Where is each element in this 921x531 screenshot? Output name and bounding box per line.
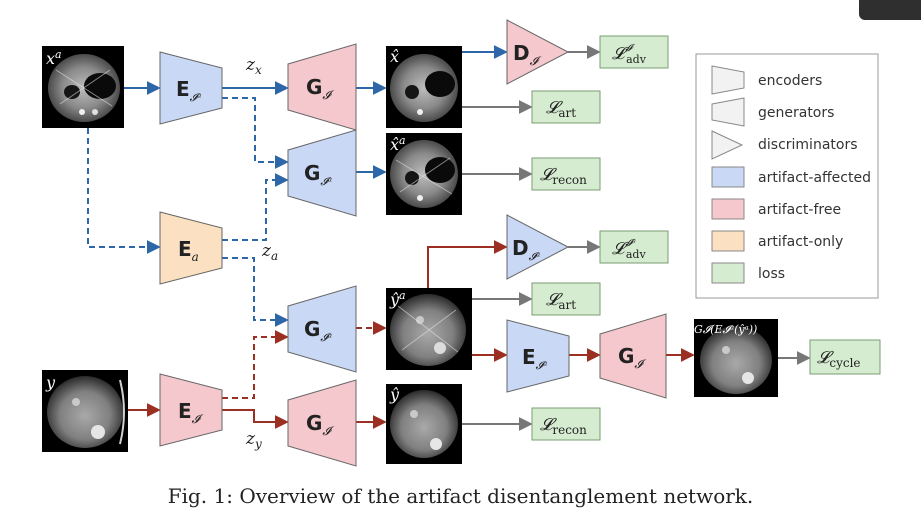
legend-label-6: loss xyxy=(758,266,785,282)
svg-text:G𝓘ᵃ: G𝓘ᵃ xyxy=(304,161,332,188)
dash-za-to-gen-mid xyxy=(222,257,289,327)
legend-discriminator-icon xyxy=(711,130,744,160)
legend-swatch-artifact-free xyxy=(711,198,745,220)
generator-G-Ia-recon: G𝓘ᵃ xyxy=(287,129,357,217)
loss-recon-top: 𝓛recon xyxy=(531,157,601,191)
image-y xyxy=(42,370,128,452)
svg-text:Ea: Ea xyxy=(178,237,199,264)
encoder-E-I: E𝓘 xyxy=(159,373,223,447)
generator-G-I-bottom: G𝓘 xyxy=(287,379,357,467)
discriminator-D-Ia: D𝓘ᵃ xyxy=(506,214,570,280)
figure-caption: Fig. 1: Overview of the artifact disenta… xyxy=(167,484,754,508)
legend-label-5: artifact-only xyxy=(758,234,843,250)
svg-text:E𝓘ᵃ: E𝓘ᵃ xyxy=(522,345,547,372)
generator-G-Ia-mid: G𝓘ᵃ xyxy=(287,285,357,373)
legend-encoder-icon xyxy=(711,65,745,95)
generator-G-I-cycle: G𝓘 xyxy=(599,313,667,399)
svg-text:E𝓘ᵃ: E𝓘ᵃ xyxy=(176,77,201,104)
label-za: za xyxy=(261,241,278,263)
svg-text:G𝓘ᵃ: G𝓘ᵃ xyxy=(304,317,332,344)
label-cycle-image: G𝓘(E𝓘ᵃ(ŷᵃ)) xyxy=(694,323,757,336)
encoder-E-Ia-cycle: E𝓘ᵃ xyxy=(506,319,570,393)
generator-G-I-top: G𝓘 xyxy=(287,43,357,131)
label-zy: zy xyxy=(245,429,262,451)
legend-swatch-artifact-only xyxy=(711,230,745,252)
loss-art-top: 𝓛art xyxy=(531,90,601,124)
label-yhat-a: ŷa xyxy=(389,289,406,309)
image-xhat-a xyxy=(386,133,462,215)
label-yhat: ŷ xyxy=(389,385,400,404)
legend-swatch-loss xyxy=(711,262,745,284)
loss-art-mid: 𝓛art xyxy=(531,282,601,316)
label-xhat-a: x̂a xyxy=(390,134,406,154)
legend-swatch-artifact-affected xyxy=(711,166,745,188)
label-y: y xyxy=(45,373,56,392)
image-yhat-a xyxy=(386,288,472,370)
label-xa: xa xyxy=(46,48,62,68)
connectors xyxy=(87,45,811,431)
image-xa xyxy=(42,46,124,128)
loss-recon-bottom: 𝓛recon xyxy=(531,407,601,441)
dash-enc-to-gen-recon xyxy=(222,97,289,169)
legend-label-2: discriminators xyxy=(758,137,858,153)
legend: encoders generators discriminators artif… xyxy=(695,53,879,299)
encoder-E-a: Ea xyxy=(159,211,223,285)
image-cycle xyxy=(694,319,778,397)
arrow-zy-to-gen xyxy=(222,409,289,429)
legend-label-1: generators xyxy=(758,105,834,121)
loss-cycle: 𝓛cycle xyxy=(809,339,881,375)
dash-xa-to-enc-a xyxy=(87,128,161,254)
legend-label-0: encoders xyxy=(758,73,822,89)
image-yhat xyxy=(386,384,462,464)
dash-enc-to-gen-mid xyxy=(222,330,289,399)
legend-label-3: artifact-affected xyxy=(758,170,871,186)
dash-za-to-gen-recon xyxy=(222,173,289,241)
label-zx: zx xyxy=(245,55,262,77)
svg-text:𝓛cycle: 𝓛cycle xyxy=(817,348,861,370)
image-xhat xyxy=(386,46,462,128)
window-corner-tab xyxy=(859,0,921,20)
encoder-E-Ia-top: E𝓘ᵃ xyxy=(159,51,223,125)
label-xhat: x̂ xyxy=(390,47,399,66)
legend-generator-icon xyxy=(711,97,745,127)
discriminator-D-I: D𝓘 xyxy=(506,19,570,85)
arrow-yhata-to-disc xyxy=(427,240,508,288)
legend-label-4: artifact-free xyxy=(758,202,841,218)
svg-text:D𝓘ᵃ: D𝓘ᵃ xyxy=(512,236,540,263)
